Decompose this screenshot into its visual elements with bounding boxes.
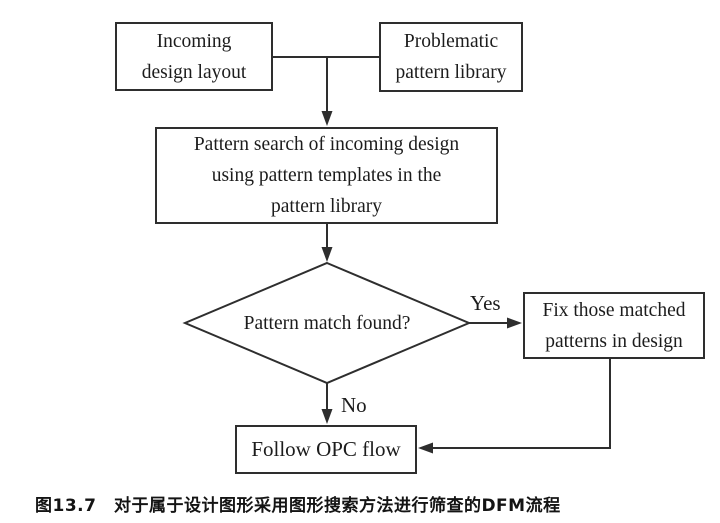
arrowhead-right-icon <box>507 317 522 329</box>
node-line: Problematic <box>403 31 499 52</box>
arrowhead-left-icon <box>418 442 433 454</box>
figure-caption: 图13.7 对于属于设计图形采用图形搜索方法进行筛查的DFM流程 <box>35 496 561 516</box>
node-line: pattern library <box>395 62 507 83</box>
node-line: Pattern search of incoming design <box>193 134 460 155</box>
yes-branch-label: Yes <box>470 291 501 315</box>
node-line: pattern library <box>271 196 382 217</box>
arrowhead-down-icon <box>321 111 333 126</box>
arrowhead-down-icon <box>321 247 333 262</box>
node-line: using pattern templates in the <box>211 165 442 186</box>
no-branch-label: No <box>341 393 367 417</box>
node-fix-matched-patterns: Fix those matched patterns in design <box>523 292 705 359</box>
node-line: Pattern match found? <box>243 313 411 334</box>
node-pattern-match-decision: Pattern match found? <box>207 308 447 339</box>
node-problematic-pattern-library: Problematic pattern library <box>379 22 523 92</box>
node-line: design layout <box>141 61 247 83</box>
node-line: Follow OPC flow <box>251 437 401 461</box>
node-pattern-search: Pattern search of incoming design using … <box>155 127 498 224</box>
node-line: Incoming <box>156 30 232 52</box>
arrowhead-down-icon <box>321 409 333 424</box>
node-line: Fix those matched <box>542 299 686 321</box>
node-line: patterns in design <box>545 330 683 352</box>
edge-fix-to-opc <box>432 359 611 449</box>
node-incoming-design-layout: Incoming design layout <box>115 22 273 91</box>
node-follow-opc-flow: Follow OPC flow <box>235 425 417 474</box>
